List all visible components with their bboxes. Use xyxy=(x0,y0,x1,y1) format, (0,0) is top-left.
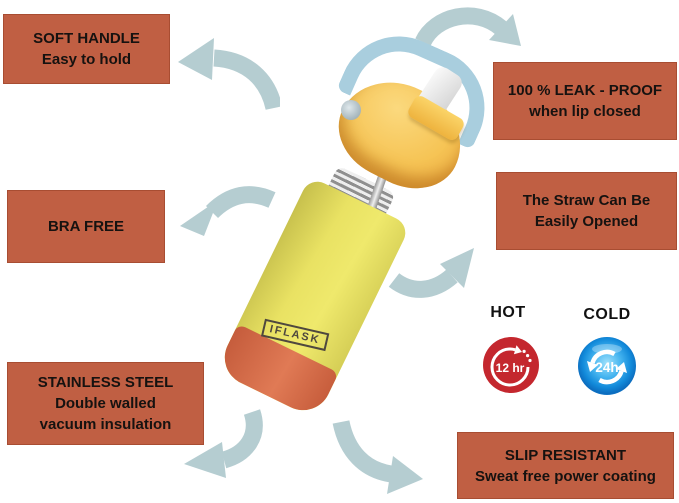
callout-line: Sweat free power coating xyxy=(475,467,656,485)
hot-12hr-clock-icon: 12 hr xyxy=(483,337,539,393)
bottle-brand-label: IFLASK xyxy=(260,318,330,352)
callout-leak-proof: 100 % LEAK - PROOF when lip closed xyxy=(493,62,677,140)
callout-bra-free: BRA FREE xyxy=(7,190,165,263)
callout-line: 100 % LEAK - PROOF xyxy=(507,82,663,99)
callout-slip-resistant: SLIP RESISTANT Sweat free power coating xyxy=(457,432,674,499)
curved-arrow-to-leak-proof-icon xyxy=(415,7,521,47)
bottle-steel-neck xyxy=(324,165,396,223)
callout-straw: The Straw Can Be Easily Opened xyxy=(496,172,677,250)
callout-line: Easy to hold xyxy=(41,51,132,68)
curved-arrow-to-slip-resistant-icon xyxy=(332,420,423,494)
callout-line: STAINLESS STEEL xyxy=(37,374,174,391)
callout-soft-handle: SOFT HANDLE Easy to hold xyxy=(3,14,170,84)
curved-arrow-to-bra-free-icon xyxy=(180,186,276,236)
bottle-straw xyxy=(361,155,394,227)
callout-line: SOFT HANDLE xyxy=(33,30,140,47)
cold-24h-cycle-icon: 24h xyxy=(578,337,636,395)
callout-line: when lip closed xyxy=(529,103,641,120)
callout-stainless-steel: STAINLESS STEEL Double walled vacuum ins… xyxy=(7,362,204,445)
cold-duration: 24h xyxy=(595,360,618,375)
callout-line: vacuum insulation xyxy=(39,416,172,433)
bottle-cap xyxy=(323,62,479,206)
callout-line: BRA FREE xyxy=(47,218,125,235)
callout-line: The Straw Can Be xyxy=(522,192,651,209)
callout-line: SLIP RESISTANT xyxy=(504,446,627,464)
hot-label: HOT xyxy=(490,304,526,321)
curved-arrow-to-straw-icon xyxy=(388,248,474,298)
cold-label: COLD xyxy=(583,306,631,323)
bottle-spout xyxy=(412,63,466,123)
callout-line: Double walled xyxy=(55,395,156,412)
bottle-strap-rivet xyxy=(341,100,361,120)
hot-duration: 12 hr xyxy=(496,361,525,375)
callout-line: Easily Opened xyxy=(534,213,639,230)
bottle-flip-latch xyxy=(405,93,467,143)
curved-arrow-to-soft-handle-icon xyxy=(178,38,280,111)
curved-arrow-to-stainless-icon xyxy=(184,409,263,478)
